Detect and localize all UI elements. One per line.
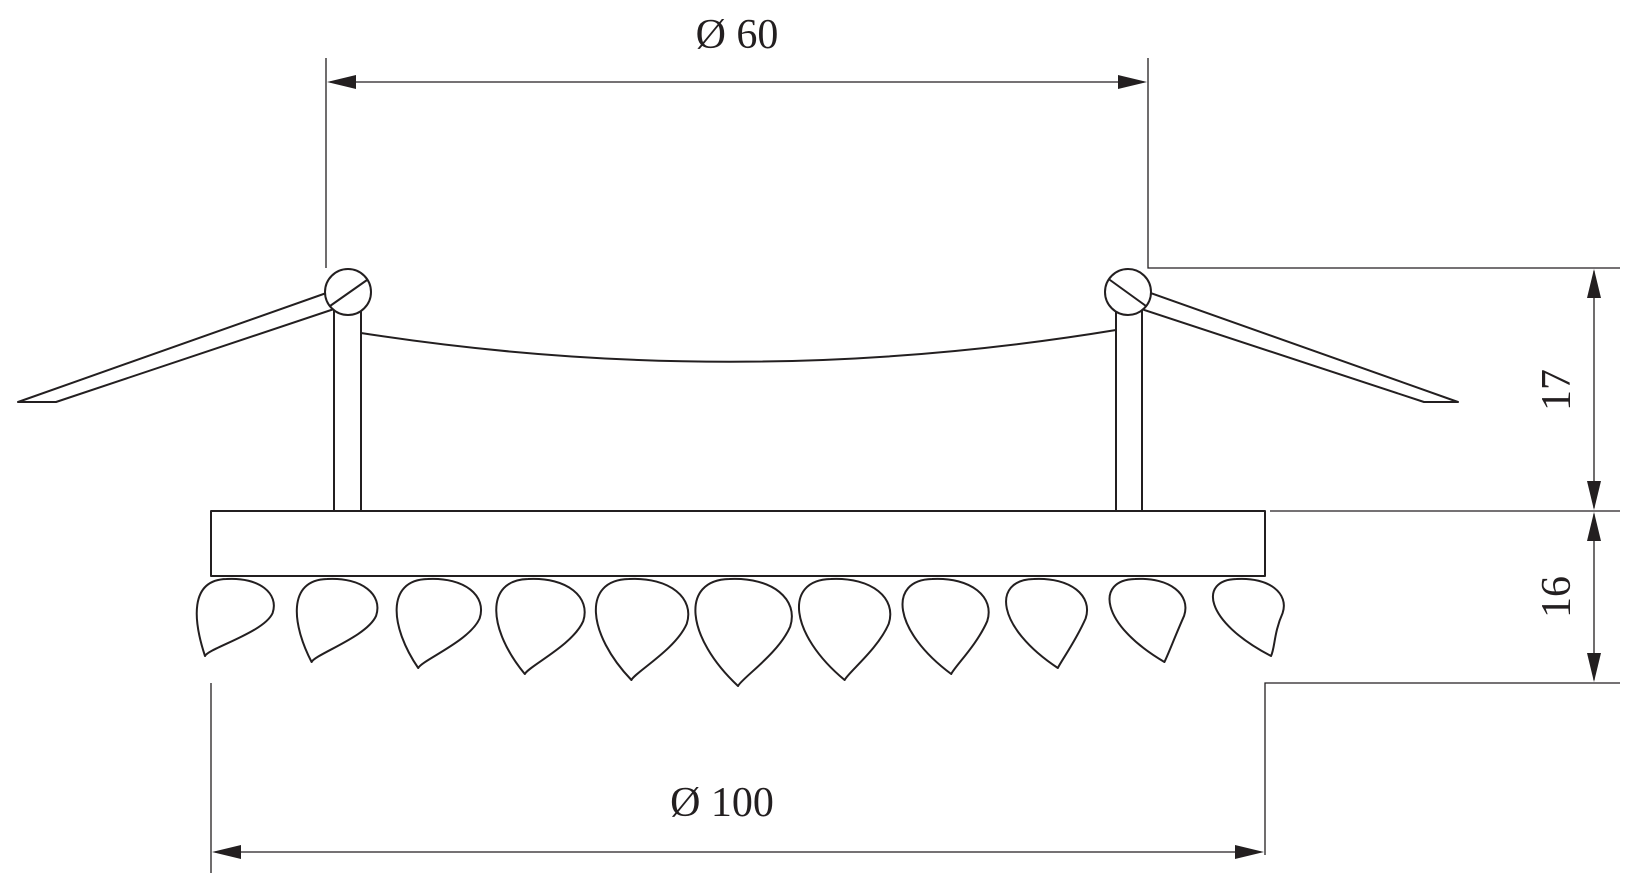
bottom-right-arrow: [1235, 845, 1264, 859]
crystal-petal: [694, 577, 793, 687]
bottom-diameter-dimension: Ø 100: [210, 683, 1264, 873]
right-post: [1115, 304, 1143, 512]
lower-height-label: 16: [1534, 576, 1580, 618]
left-spring-clip: [17, 284, 362, 403]
crystal-petal: [901, 577, 990, 675]
top-diameter-label: Ø 60: [696, 12, 779, 58]
crystal-petal: [195, 577, 275, 657]
crystal-petal: [1212, 577, 1285, 657]
lower-height-bottom-arrow: [1587, 653, 1601, 682]
connecting-wire: [360, 329, 1117, 363]
bottom-left-arrow: [212, 845, 241, 859]
crystal-petal: [594, 577, 690, 681]
upper-height-top-arrow: [1587, 269, 1601, 298]
crystal-petal: [1005, 577, 1088, 669]
crystal-petal: [1108, 577, 1187, 663]
crystal-petal: [798, 577, 892, 681]
upper-height-label: 17: [1534, 369, 1580, 411]
left-pivot-ball: [324, 268, 372, 316]
crystal-petal: [495, 577, 586, 675]
right-spring-clip: [1113, 284, 1459, 403]
upper-height-bottom-arrow: [1587, 481, 1601, 510]
top-right-extension-line: [1147, 58, 1620, 269]
top-left-arrow: [327, 75, 356, 89]
crystal-petals: [195, 577, 1285, 687]
base-ring: [210, 510, 1266, 577]
top-right-arrow: [1118, 75, 1147, 89]
lower-height-top-arrow: [1587, 512, 1601, 541]
bottom-diameter-label: Ø 100: [670, 780, 774, 826]
crystal-petal: [295, 577, 379, 663]
crystal-petal: [395, 577, 482, 669]
height-dimensions: 17 16: [1264, 269, 1620, 855]
bottom-right-extension-line: [1264, 682, 1620, 855]
right-pivot-ball: [1104, 268, 1152, 316]
top-diameter-dimension: Ø 60: [325, 12, 1620, 269]
left-post: [333, 304, 362, 512]
